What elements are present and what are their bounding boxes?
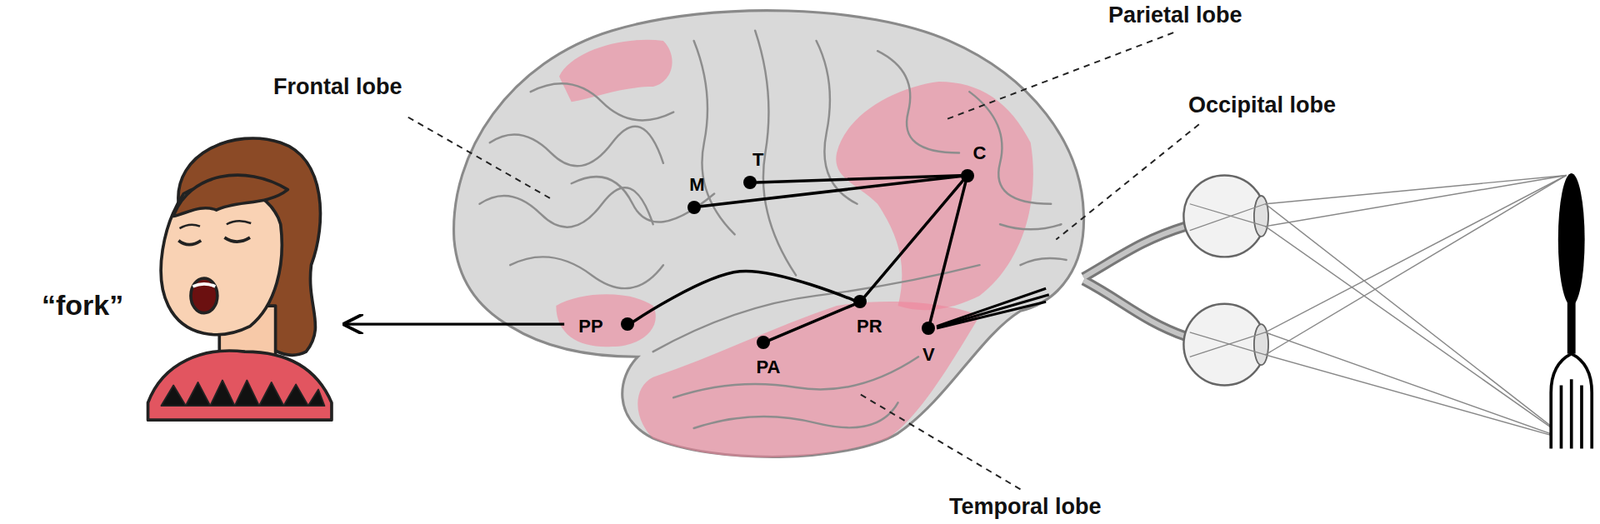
- active-region: [559, 40, 673, 103]
- output-arrow: [345, 323, 565, 326]
- leader-line: [857, 392, 1021, 490]
- brain-gyri: [653, 265, 980, 352]
- light-ray: [1265, 355, 1570, 441]
- region-label: PA: [756, 357, 781, 378]
- fork-illustration: [1550, 173, 1592, 449]
- eye-illustration: [1183, 175, 1265, 257]
- brain-gyri: [1000, 224, 1061, 230]
- optic-nerve: [1083, 226, 1185, 278]
- eye-illustration: [1190, 204, 1266, 231]
- brain-gyri: [1020, 258, 1066, 265]
- lobe-label: Temporal lobe: [949, 493, 1102, 520]
- fork-illustration: [1558, 173, 1585, 306]
- eye-illustration: [1183, 175, 1269, 385]
- brain-gyri: [694, 402, 899, 429]
- light-ray: [1265, 175, 1566, 332]
- leader-line: [944, 32, 1175, 120]
- brain-gyri: [877, 50, 960, 153]
- brain-gyri: [490, 126, 664, 167]
- light-ray: [1265, 204, 1570, 441]
- region-label: PP: [578, 316, 603, 337]
- leader-line: [408, 117, 551, 200]
- speaker-illustration: [192, 284, 215, 287]
- leader-line: [1055, 124, 1199, 240]
- pathway-connector: [633, 270, 854, 322]
- speaker-illustration: [190, 278, 218, 314]
- light-ray: [1265, 175, 1570, 440]
- optic-nerve: [1083, 226, 1185, 337]
- pathway-connector: [864, 180, 963, 298]
- brain-gyri: [530, 83, 674, 120]
- eye-illustration: [1190, 204, 1266, 358]
- eye-illustration: [1190, 332, 1266, 357]
- speaker-illustration: [180, 220, 252, 229]
- lobe-label: Occipital lobe: [1188, 91, 1336, 119]
- light-ray: [1265, 332, 1570, 441]
- pathway-connector: [769, 305, 855, 341]
- leader-line: [408, 32, 1200, 490]
- active-region: [637, 301, 980, 458]
- light-ray: [1265, 175, 1566, 204]
- speech-label: “fork”: [41, 288, 124, 323]
- optic-nerve: [1083, 280, 1185, 337]
- pathway-connector: [930, 181, 966, 322]
- pathway-connector: [700, 176, 961, 207]
- region-node: C: [960, 169, 975, 183]
- eye-illustration: [1254, 324, 1269, 365]
- eye-illustration: [1190, 332, 1266, 355]
- speaker-illustration: [160, 380, 325, 406]
- active-region: [555, 294, 656, 347]
- brain-illustration: [454, 10, 1085, 458]
- fork-illustration: [1567, 300, 1576, 355]
- light-ray: [1265, 175, 1566, 226]
- brain-gyri: [480, 30, 1067, 429]
- optic-nerve: [1083, 280, 1185, 337]
- optic-nerve: [1083, 226, 1185, 278]
- region-label: M: [689, 175, 705, 195]
- light-ray: [1265, 226, 1570, 441]
- output-arrow: [345, 324, 565, 325]
- input-wire: [936, 288, 1050, 329]
- speaker-illustration: [178, 240, 201, 245]
- region-node: M: [687, 200, 701, 215]
- input-wire: [936, 288, 1046, 326]
- active-region: [555, 40, 1034, 458]
- region-label: C: [973, 143, 987, 164]
- region-label: T: [752, 150, 764, 170]
- input-wire: [936, 301, 1046, 329]
- lobe-label: Parietal lobe: [1108, 1, 1243, 29]
- speaker-illustration: [148, 350, 332, 420]
- brain-gyri: [673, 356, 919, 398]
- fork-illustration: [1550, 354, 1592, 450]
- brain-gyri: [969, 91, 1051, 205]
- speaker-illustration: [173, 175, 288, 216]
- region-label: V: [922, 345, 935, 365]
- speaker-illustration: [148, 138, 332, 420]
- lobe-label: Frontal lobe: [273, 73, 403, 100]
- eye-illustration: [1190, 204, 1266, 227]
- eye-illustration: [1254, 195, 1269, 237]
- brain-illustration: [454, 10, 1085, 458]
- fork-illustration: [1560, 379, 1581, 449]
- light-ray: [1265, 175, 1566, 355]
- eye-illustration: [1183, 304, 1265, 386]
- brain-gyri: [510, 256, 664, 289]
- input-wire: [936, 295, 1050, 328]
- speaker-illustration: [224, 237, 250, 242]
- region-label: PR: [856, 316, 883, 337]
